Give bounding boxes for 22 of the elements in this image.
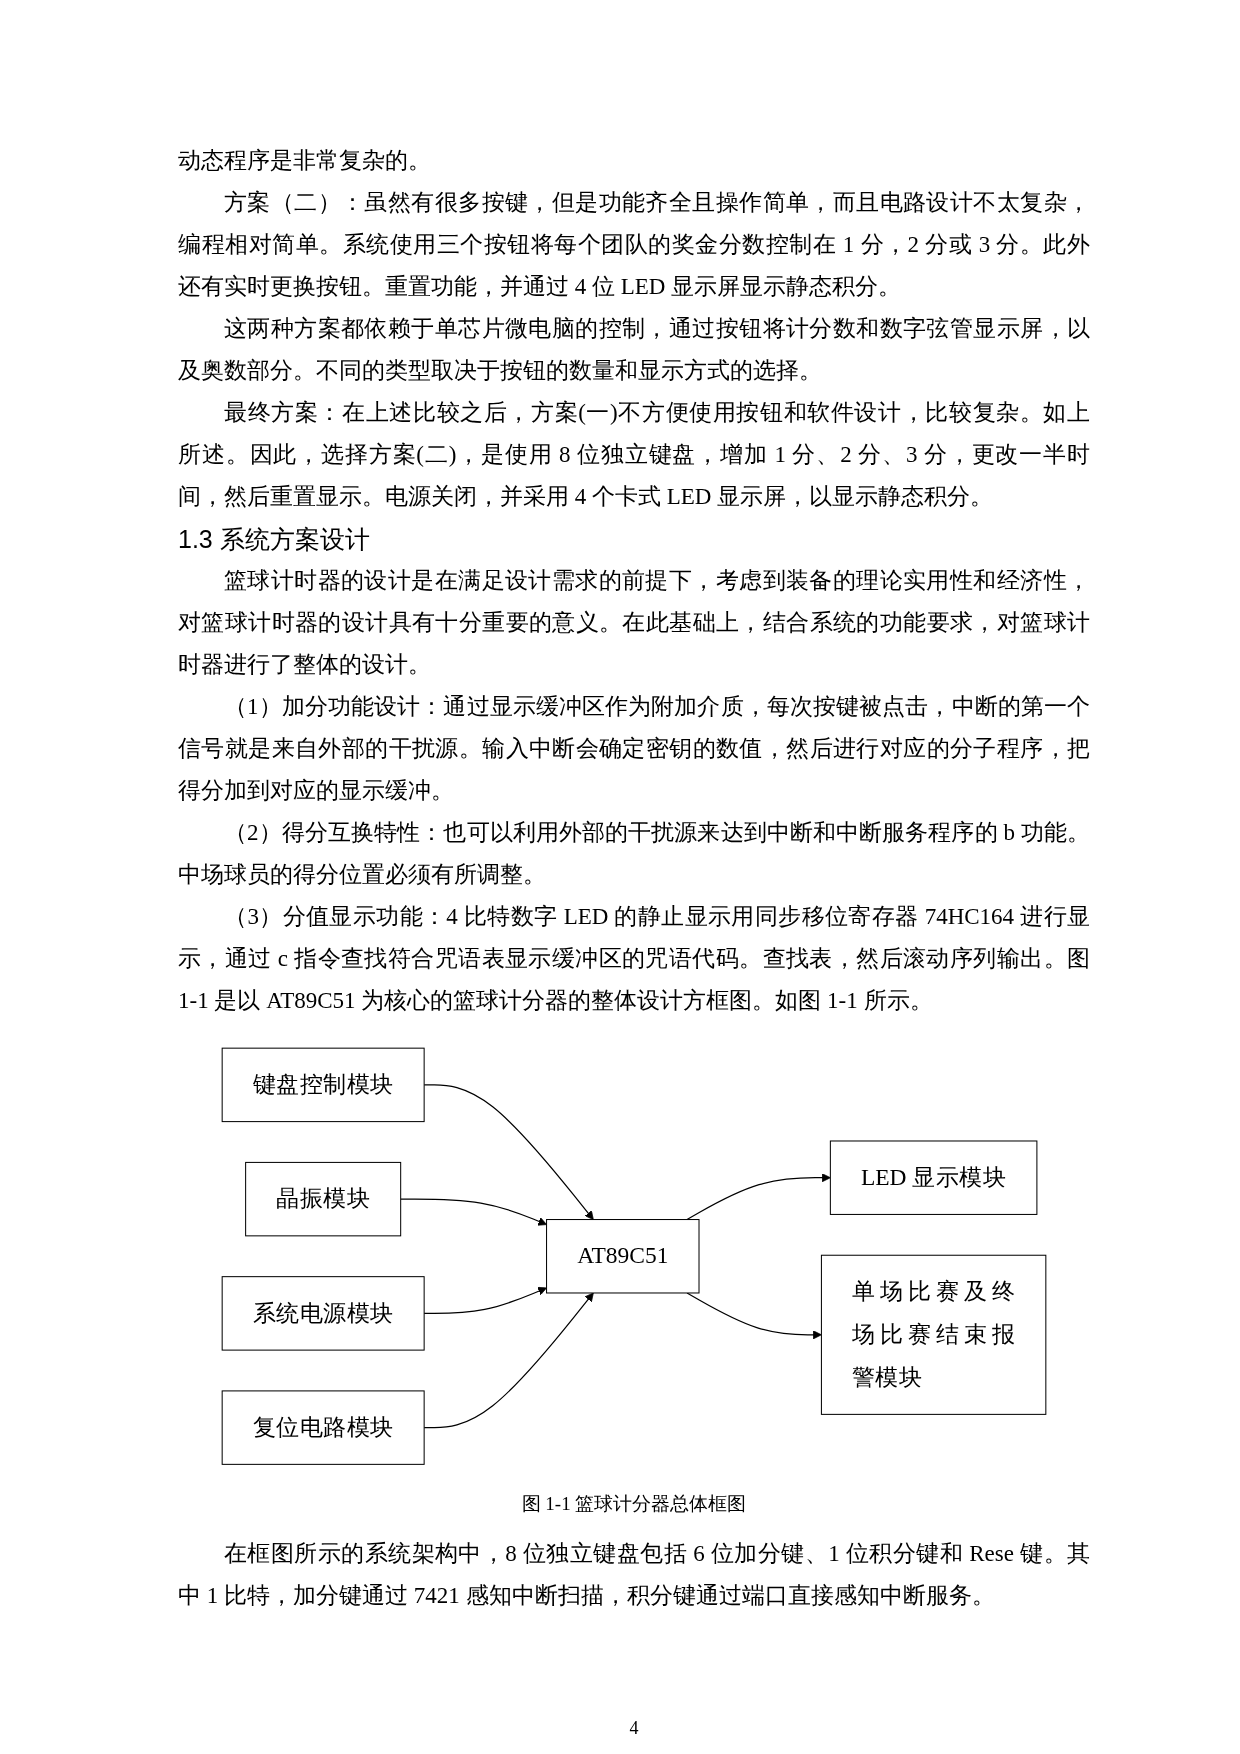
arrow: [686, 1173, 831, 1221]
node-box: 复位电路模块: [221, 1390, 425, 1465]
node-box: LED 显示模块: [829, 1140, 1038, 1215]
paragraph: 动态程序是非常复杂的。: [178, 147, 432, 175]
page-number: 4: [628, 1716, 640, 1740]
node-box: AT89C51: [546, 1219, 700, 1294]
node-box: 单场比赛及终场比赛结束报警模块: [820, 1254, 1047, 1415]
node-box: 晶振模块: [245, 1161, 402, 1237]
section-heading: 1.3 系统方案设计: [178, 524, 371, 555]
arrow: [686, 1292, 822, 1340]
paragraph: 在框图所示的系统架构中，8 位独立键盘包括 6 位加分键、1 位积分键和 Rese 键。其中 1 比特，加分键通过 7421 感知中断扫描，积分键通过端口直接感知中断服务。: [178, 1539, 1090, 1610]
arrow: [400, 1198, 547, 1226]
node-box: 键盘控制模块: [221, 1047, 425, 1123]
paragraph: 篮球计时器的设计是在满足设计需求的前提下，考虑到装备的理论实用性和经济性，对篮球计时器的设计具有十分重要的意义。在此基础上，结合系统的功能要求，对篮球计时器进行了整体的设计。: [178, 567, 1090, 679]
paragraph: 方案（二）：虽然有很多按键，但是功能齐全且操作简单，而且电路设计不太复杂，编程相对简单。系统使用三个按钮将每个团队的奖金分数控制在 1 分，2 分或 3 分。此外还有实时更换按钮。重置功能，并通过 4 位 LED 显示屏显示静态积分。: [178, 189, 1090, 301]
paragraph: 最终方案：在上述比较之后，方案(一)不方便使用按钮和软件设计，比较复杂。如上所述。因此，选择方案(二)，是使用 8 位独立键盘，增加 1 分、2 分、3 分，更改一半时间，然后重置显示。电源关闭，并采用 4 个卡式 LED 显示屏，以显示静态积分。: [178, 399, 1090, 511]
paragraph: （1）加分功能设计：通过显示缓冲区作为附加介质，每次按键被点击，中断的第一个信号就是来自外部的干扰源。输入中断会确定密钥的数值，然后进行对应的分子程序，把得分加到对应的显示缓冲。: [178, 693, 1090, 805]
node-box: 系统电源模块: [221, 1276, 425, 1351]
figure-caption: 图 1-1 篮球计分器总体框图: [520, 1491, 748, 1516]
paragraph: 这两种方案都依赖于单芯片微电脑的控制，通过按钮将计分数和数字弦管显示屏，以及奥数部分。不同的类型取决于按钮的数量和显示方式的选择。: [178, 315, 1090, 385]
paragraph: （2）得分互换特性：也可以利用外部的干扰源来达到中断和中断服务程序的 b 功能。中场球员的得分位置必须有所调整。: [178, 819, 1090, 889]
paragraph: （3）分值显示功能：4 比特数字 LED 的静止显示用同步移位寄存器 74HC164 进行显示，通过 c 指令查找符合咒语表显示缓冲区的咒语代码。查找表，然后滚动序列输出。图 1-1 是以 AT89C51 为核心的篮球计分器的整体设计方框图。如图 1-1 所示。: [178, 903, 1090, 1015]
